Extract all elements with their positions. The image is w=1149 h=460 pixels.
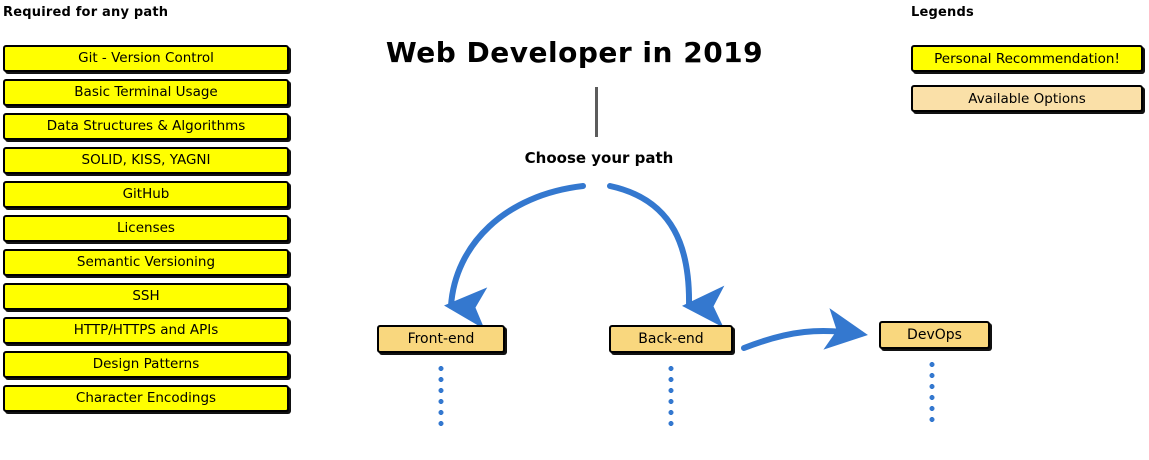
required-skill-label: SOLID, KISS, YAGNI: [81, 151, 211, 168]
required-skill-item[interactable]: Semantic Versioning: [3, 249, 289, 276]
legends-section-heading: Legends: [911, 5, 974, 20]
dotted-trail-devops: [929, 359, 935, 427]
legends-list: Personal Recommendation! Available Optio…: [911, 45, 1143, 125]
path-node-backend[interactable]: Back-end: [609, 325, 733, 353]
required-section-heading: Required for any path: [3, 5, 169, 20]
required-skill-item[interactable]: SSH: [3, 283, 289, 310]
required-skill-item[interactable]: Git - Version Control: [3, 45, 289, 72]
required-skill-label: Design Patterns: [92, 355, 200, 372]
required-skill-item[interactable]: Basic Terminal Usage: [3, 79, 289, 106]
path-node-label: Back-end: [638, 331, 704, 347]
required-skill-list: Git - Version Control Basic Terminal Usa…: [3, 45, 289, 419]
required-skill-label: Character Encodings: [75, 389, 217, 406]
path-node-label: Front-end: [407, 331, 475, 347]
arrow-backend-to-devops: [741, 308, 868, 351]
required-skill-label: Basic Terminal Usage: [74, 83, 218, 100]
dotted-trail-frontend: [438, 363, 444, 431]
required-skill-item[interactable]: Design Patterns: [3, 351, 289, 378]
required-skill-label: HTTP/HTTPS and APIs: [73, 321, 219, 338]
required-skill-item[interactable]: SOLID, KISS, YAGNI: [3, 147, 289, 174]
required-skill-label: Semantic Versioning: [76, 253, 216, 270]
legend-item-available: Available Options: [911, 85, 1143, 112]
required-skill-label: Git - Version Control: [78, 49, 214, 66]
required-skill-label: Data Structures & Algorithms: [46, 117, 246, 134]
required-skill-item[interactable]: Character Encodings: [3, 385, 289, 412]
required-skill-label: SSH: [132, 287, 160, 304]
trunk-connector-line: [595, 87, 598, 137]
required-skill-label: GitHub: [122, 185, 170, 202]
path-node-label: DevOps: [907, 327, 962, 343]
legend-item-label: Personal Recommendation!: [934, 50, 1120, 67]
arrow-to-backend: [607, 183, 725, 328]
legend-item-label: Available Options: [968, 90, 1086, 107]
required-skill-item[interactable]: Data Structures & Algorithms: [3, 113, 289, 140]
required-skill-label: Licenses: [117, 219, 175, 236]
page-title: Web Developer in 2019: [385, 36, 764, 69]
path-node-devops[interactable]: DevOps: [879, 321, 990, 349]
required-skill-item[interactable]: HTTP/HTTPS and APIs: [3, 317, 289, 344]
dotted-trail-backend: [668, 363, 674, 431]
required-skill-item[interactable]: GitHub: [3, 181, 289, 208]
path-node-frontend[interactable]: Front-end: [377, 325, 505, 353]
legend-item-recommended: Personal Recommendation!: [911, 45, 1143, 72]
choose-path-label: Choose your path: [524, 149, 674, 167]
required-skill-item[interactable]: Licenses: [3, 215, 289, 242]
arrow-to-frontend: [444, 183, 586, 330]
